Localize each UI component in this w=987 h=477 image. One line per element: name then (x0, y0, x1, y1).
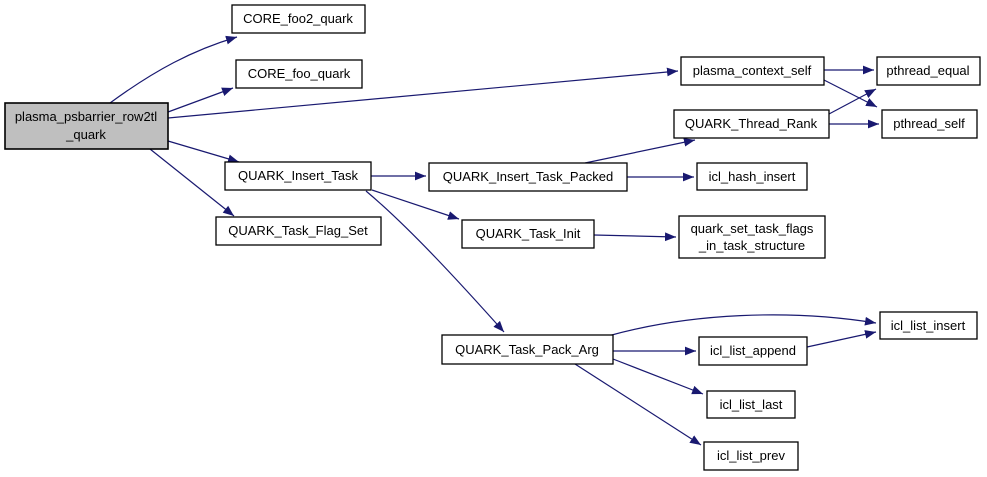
node-label: quark_set_task_flags (691, 221, 814, 236)
node-box (698, 336, 808, 366)
node-label: icl_list_last (720, 397, 783, 412)
node-label: QUARK_Thread_Rank (685, 116, 818, 131)
edge-root-to-core-foo2-quark (109, 35, 238, 104)
node-box (215, 216, 382, 246)
node-box (680, 56, 825, 86)
node-quark-insert-task-packed[interactable]: QUARK_Insert_Task_Packed (428, 162, 628, 192)
node-icl-list-prev[interactable]: icl_list_prev (703, 441, 799, 471)
node-label: icl_hash_insert (709, 169, 796, 184)
edge-root-to-quark-task-flag-set (149, 148, 235, 217)
node-box (678, 215, 826, 259)
edge-pack-arg-to-icl-list-prev (574, 363, 702, 446)
edge-plasma-context-self-to-pthread-self (823, 79, 878, 108)
node-label: icl_list_prev (717, 448, 785, 463)
edge-root-to-core-foo-quark (167, 87, 234, 113)
edge-icl-list-append-to-icl-list-insert (806, 330, 877, 348)
node-icl-list-last[interactable]: icl_list_last (706, 390, 796, 419)
edge-quark-insert-task-to-task-init (371, 189, 460, 220)
edge-root-to-plasma-context-self (167, 67, 679, 119)
node-box (703, 441, 799, 471)
node-quark-task-init[interactable]: QUARK_Task_Init (461, 219, 595, 249)
node-label: pthread_self (893, 116, 965, 131)
node-quark-thread-rank[interactable]: QUARK_Thread_Rank (673, 109, 830, 139)
node-icl-list-append[interactable]: icl_list_append (698, 336, 808, 366)
node-core-foo-quark[interactable]: CORE_foo_quark (235, 59, 363, 89)
node-box (4, 102, 169, 150)
node-box (706, 390, 796, 419)
node-box (879, 311, 978, 340)
node-plasma-context-self[interactable]: plasma_context_self (680, 56, 825, 86)
node-label: QUARK_Task_Flag_Set (228, 223, 368, 238)
node-box (224, 161, 372, 191)
node-box (696, 162, 808, 191)
node-label: QUARK_Insert_Task_Packed (443, 169, 614, 184)
edge-pack-arg-to-icl-list-insert (607, 314, 877, 337)
edge-pack-arg-to-icl-list-last (612, 358, 704, 395)
node-label: CORE_foo2_quark (243, 11, 353, 26)
node-label: QUARK_Task_Init (476, 226, 581, 241)
node-box (461, 219, 595, 249)
edge-layer (109, 35, 879, 446)
node-label: QUARK_Task_Pack_Arg (455, 342, 599, 357)
node-core-foo2-quark[interactable]: CORE_foo2_quark (231, 4, 366, 34)
node-label: CORE_foo_quark (248, 66, 351, 81)
node-pthread-self[interactable]: pthread_self (881, 109, 978, 139)
node-box (673, 109, 830, 139)
node-box (876, 56, 981, 86)
node-quark-task-pack-arg[interactable]: QUARK_Task_Pack_Arg (441, 334, 614, 365)
node-label: _quark (65, 127, 106, 142)
node-box (881, 109, 978, 139)
node-icl-list-insert[interactable]: icl_list_insert (879, 311, 978, 340)
node-label: _in_task_structure (698, 238, 805, 253)
node-box (231, 4, 366, 34)
node-plasma-psbarrier-row2tl-quark[interactable]: plasma_psbarrier_row2tl _quark (4, 102, 169, 150)
node-quark-insert-task[interactable]: QUARK_Insert_Task (224, 161, 372, 191)
node-label: QUARK_Insert_Task (238, 168, 358, 183)
edge-packed-to-quark-thread-rank (584, 137, 696, 164)
node-quark-task-flag-set[interactable]: QUARK_Task_Flag_Set (215, 216, 382, 246)
node-quark-set-task-flags-in-task-structure[interactable]: quark_set_task_flags _in_task_structure (678, 215, 826, 259)
node-label: pthread_equal (886, 63, 969, 78)
node-label: icl_list_insert (891, 318, 966, 333)
edge-quark-insert-task-to-pack-arg (365, 190, 505, 333)
node-label: plasma_psbarrier_row2tl (15, 109, 157, 124)
edge-root-to-quark-insert-task (167, 140, 240, 164)
node-box (441, 334, 614, 365)
node-box (235, 59, 363, 89)
node-box (428, 162, 628, 192)
node-pthread-equal[interactable]: pthread_equal (876, 56, 981, 86)
node-icl-hash-insert[interactable]: icl_hash_insert (696, 162, 808, 191)
node-label: plasma_context_self (693, 63, 812, 78)
edge-task-init-to-set-task-flags (593, 232, 677, 242)
node-label: icl_list_append (710, 343, 796, 358)
edge-quark-thread-rank-to-pthread-equal (828, 88, 877, 115)
